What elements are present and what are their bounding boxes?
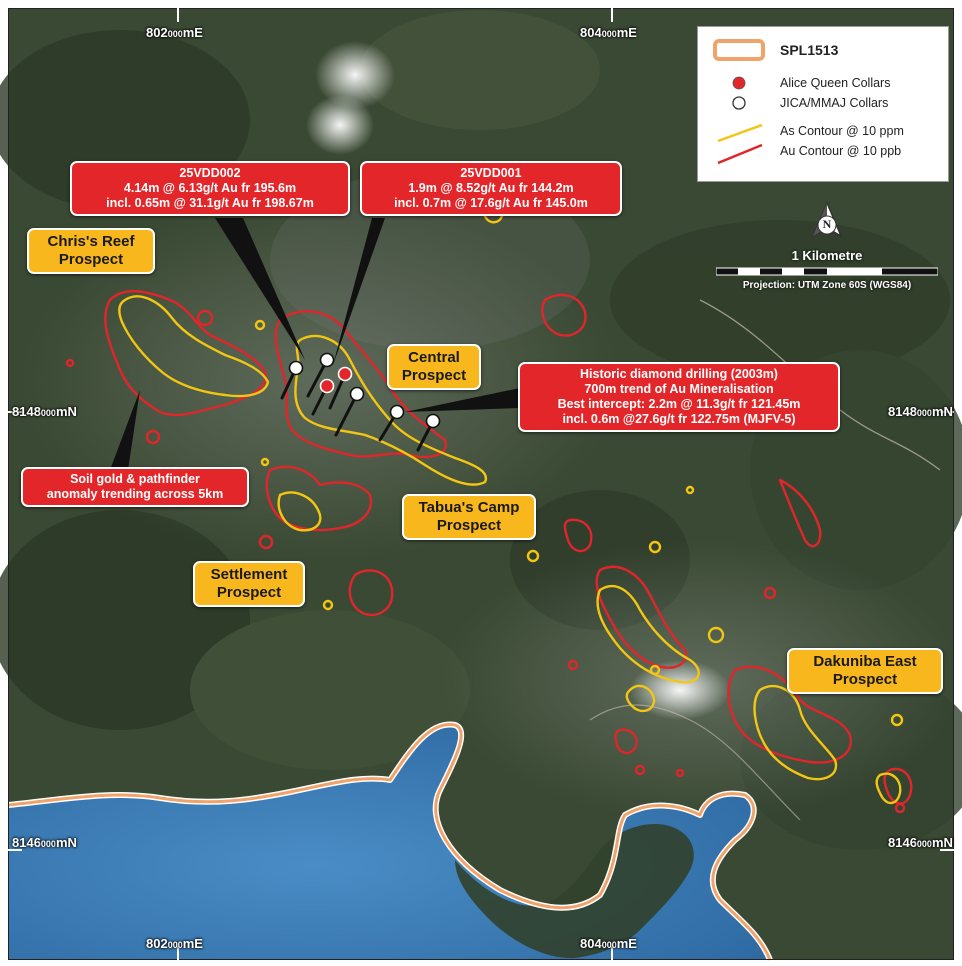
jica-collar [288, 360, 304, 376]
grid-tick [177, 8, 179, 22]
scale-and-north: N 1 Kilometre Projection: UTM Zone 60S (… [716, 200, 938, 296]
prospect-label-chris-reef: Chris's Reef Prospect [27, 228, 155, 274]
easting-label: 804000mE [580, 25, 637, 40]
prospect-label-settlement: Settlement Prospect [193, 561, 305, 607]
au-contours [65, 289, 913, 814]
legend-symbols [713, 39, 765, 165]
legend-as-swatch [717, 123, 763, 143]
prospect-label-central: Central Prospect [387, 344, 481, 390]
road [589, 704, 801, 821]
peninsula [455, 824, 694, 959]
callout-text: 1.9m @ 8.52g/t Au fr 144.2m [408, 181, 574, 195]
easting-label: 802000mE [146, 936, 203, 951]
projection-label: Projection: UTM Zone 60S (WGS84) [742, 280, 912, 291]
callout-text: incl. 0.7m @ 17.6g/t Au fr 145.0m [394, 196, 588, 210]
callout-title: 25VDD001 [460, 166, 522, 180]
callout-text: 4.14m @ 6.13g/t Au fr 195.6m [123, 181, 297, 195]
sea [8, 724, 770, 960]
alice-queen-collar [337, 366, 353, 382]
grid-tick [611, 946, 613, 960]
jica-collar [319, 352, 335, 368]
grid-tick [177, 946, 179, 960]
callout-text: anomaly trending across 5km [46, 487, 224, 501]
northing-label: 8146000mN [888, 835, 953, 850]
jica-collars [288, 352, 441, 429]
callout-text: Best intercept: 2.2m @ 11.3g/t fr 121.45… [557, 397, 801, 411]
legend-alice-queen-swatch [732, 76, 746, 90]
grid-tick [940, 849, 954, 851]
legend-alice-queen: Alice Queen Collars [780, 76, 891, 90]
jica-collar [349, 386, 365, 402]
grid-tick [8, 849, 22, 851]
scale-label: 1 Kilometre [791, 248, 863, 263]
callout-text: 700m trend of Au Mineralisation [584, 382, 774, 396]
spl1513-boundary [7, 721, 773, 962]
prospect-label-tabua-camp: Tabua's Camp Prospect [402, 494, 536, 540]
northing-label: 8148000mN [888, 404, 953, 419]
callout-25vdd001: 25VDD001 1.9m @ 8.52g/t Au fr 144.2m inc… [360, 161, 622, 216]
cloud [306, 95, 374, 155]
legend-jica: JICA/MMAJ Collars [780, 96, 889, 110]
callout-pointers [110, 218, 520, 470]
legend-as-contour: As Contour @ 10 ppm [780, 124, 904, 138]
alice-queen-collar [319, 378, 335, 394]
jica-collar [389, 404, 405, 420]
cloud [315, 41, 395, 109]
easting-label: 802000mE [146, 25, 203, 40]
as-contours [118, 202, 904, 805]
legend-au-contour: Au Contour @ 10 ppb [780, 144, 902, 158]
scale-bar [716, 267, 938, 276]
legend-spl1513-swatch [713, 39, 765, 61]
north-arrow-icon [811, 201, 843, 238]
callout-title: 25VDD002 [179, 166, 241, 180]
callout-text: incl. 0.6m @27.6g/t fr 122.75m (MJFV-5) [562, 412, 796, 426]
callout-text: Soil gold & pathfinder [70, 472, 200, 486]
callout-soil-anomaly: Soil gold & pathfinder anomaly trending … [21, 467, 249, 507]
jica-collar [425, 413, 441, 429]
easting-label: 804000mE [580, 936, 637, 951]
northing-label: 8146000mN [12, 835, 77, 850]
drill-traces [280, 358, 435, 452]
north-letter: N [822, 217, 832, 231]
grid-tick [8, 411, 22, 413]
legend-au-swatch [717, 143, 763, 165]
legend-jica-swatch [732, 96, 746, 110]
callout-text: incl. 0.65m @ 31.1g/t Au fr 198.67m [106, 196, 314, 210]
map-legend: SPL1513 Alice Queen Collars JICA/MMAJ Co… [697, 26, 949, 182]
callout-historic-drilling: Historic diamond drilling (2003m) 700m t… [518, 362, 840, 432]
grid-tick [611, 8, 613, 22]
prospect-label-dakuniba-east: Dakuniba East Prospect [787, 648, 943, 694]
legend-spl1513: SPL1513 [780, 42, 839, 58]
northing-label: 8148000mN [12, 404, 77, 419]
grid-tick [940, 411, 954, 413]
callout-25vdd002: 25VDD002 4.14m @ 6.13g/t Au fr 195.6m in… [70, 161, 350, 216]
callout-text: Historic diamond drilling (2003m) [580, 367, 778, 381]
alice-queen-collars [319, 366, 353, 394]
